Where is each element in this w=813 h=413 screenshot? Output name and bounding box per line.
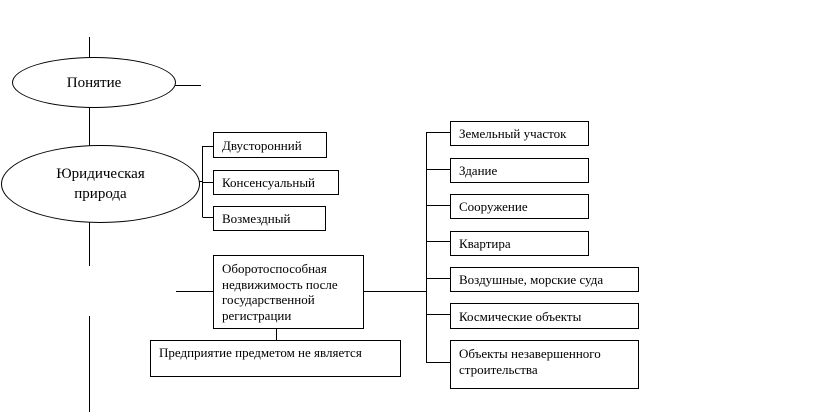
property-box-bilateral: Двусторонний	[213, 132, 327, 158]
subject-box: Оборотоспособная недвижимость после госу…	[213, 255, 364, 329]
property-label: Двусторонний	[222, 137, 302, 153]
legal-nature-ellipse: Юридическая природа	[1, 145, 200, 223]
property-box-consensual: Консенсуальный	[213, 170, 339, 195]
legal-nature-label-line1: Юридическая	[56, 166, 145, 182]
object-box-unfinished-construction: Объекты незавершенного строительства	[450, 340, 639, 389]
object-box-structure: Сооружение	[450, 194, 589, 219]
object-box-apartment: Квартира	[450, 231, 589, 256]
object-label: Воздушные, морские суда	[459, 272, 604, 287]
concept-ellipse: Понятие	[12, 57, 176, 108]
object-label: Космические объекты	[459, 308, 582, 324]
enterprise-note-box: Предприятие предметом не является	[150, 340, 401, 377]
object-label: Здание	[459, 163, 498, 178]
object-label: Сооружение	[459, 199, 528, 214]
object-box-air-sea-vessels: Воздушные, морские суда	[450, 267, 639, 292]
property-box-onerous: Возмездный	[213, 206, 326, 231]
object-label: Квартира	[459, 236, 511, 251]
property-label: Возмездный	[222, 211, 291, 226]
object-label: Земельный участок	[459, 126, 567, 141]
subject-label: Оборотоспособная недвижимость после госу…	[222, 261, 338, 323]
object-label: Объекты незавершенного строительства	[459, 346, 601, 377]
legal-nature-label-line2: природа	[74, 186, 127, 202]
object-box-building: Здание	[450, 158, 589, 183]
property-label: Консенсуальный	[222, 175, 316, 190]
concept-label: Понятие	[66, 74, 122, 91]
object-box-space-objects: Космические объекты	[450, 303, 639, 329]
object-box-land-plot: Земельный участок	[450, 121, 589, 146]
enterprise-note-label: Предприятие предметом не является	[159, 345, 362, 360]
